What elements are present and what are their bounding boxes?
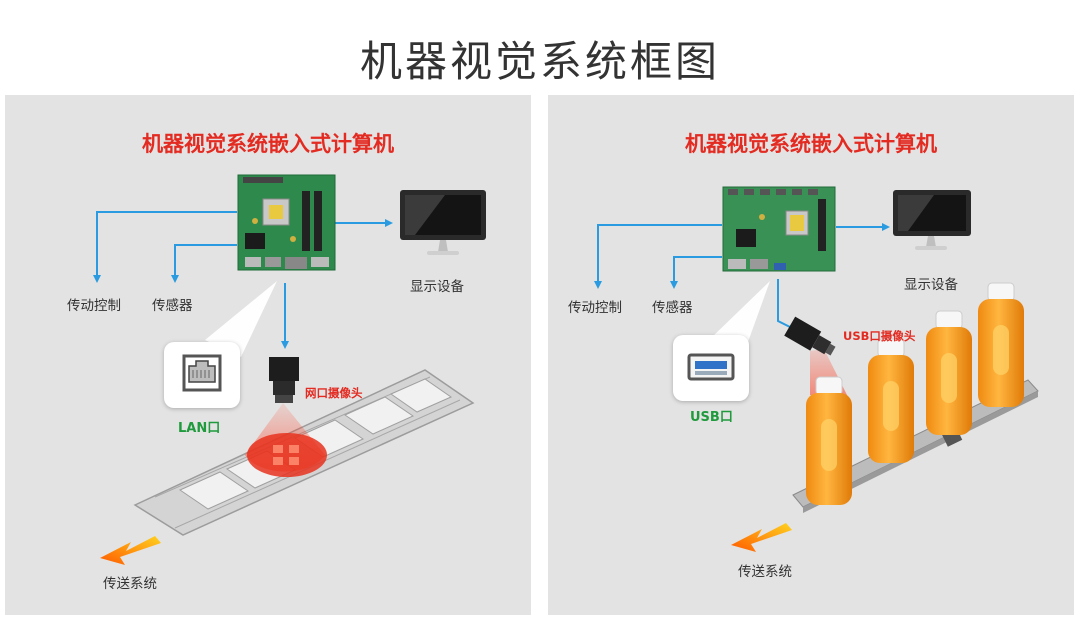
monitor-icon — [893, 190, 971, 250]
motion-control-label-right: 传动控制 — [568, 300, 622, 316]
embedded-board-usb — [722, 186, 836, 272]
lan-camera-label: 网口摄像头 — [305, 386, 363, 400]
display-label-right: 显示设备 — [904, 277, 958, 293]
monitor-icon — [400, 190, 486, 255]
usb-port-box — [673, 335, 749, 401]
usb-camera — [784, 316, 836, 356]
lan-port-box — [164, 342, 240, 408]
sensor-label-right: 传感器 — [652, 300, 693, 316]
usb-port-label: USB口 — [690, 410, 733, 425]
usb-camera-label: USB口摄像头 — [843, 329, 916, 343]
sensor-label-left: 传感器 — [152, 298, 193, 314]
embedded-board-lan — [237, 174, 336, 271]
usb-system-panel: 机器视觉系统嵌入式计算机 显示设备 传动控制 传感器 USB口 USB口摄像头 … — [548, 95, 1074, 615]
usb-connection-arrows — [594, 186, 1039, 552]
panel-heading-left: 机器视觉系统嵌入式计算机 — [142, 132, 394, 156]
conveyor-direction-arrow-icon — [731, 523, 792, 552]
motion-control-label-left: 传动控制 — [67, 298, 121, 314]
lan-system-panel: 机器视觉系统嵌入式计算机 显示设备 传动控制 传感器 LAN口 网口摄像头 传送… — [5, 95, 531, 615]
conveyor-label-right: 传送系统 — [738, 564, 792, 580]
usb-port-icon — [687, 353, 735, 381]
lan-port-label: LAN口 — [178, 421, 221, 436]
page-title: 机器视觉系统框图 — [359, 37, 720, 86]
conveyor-direction-arrow-icon — [100, 536, 161, 565]
lan-camera — [245, 357, 327, 477]
bottle-row — [806, 282, 1024, 505]
lan-port-icon — [182, 354, 222, 392]
display-label-left: 显示设备 — [410, 279, 464, 295]
conveyor-label-left: 传送系统 — [103, 576, 157, 592]
lan-connection-arrows — [93, 174, 486, 565]
panel-heading-right: 机器视觉系统嵌入式计算机 — [685, 132, 937, 156]
